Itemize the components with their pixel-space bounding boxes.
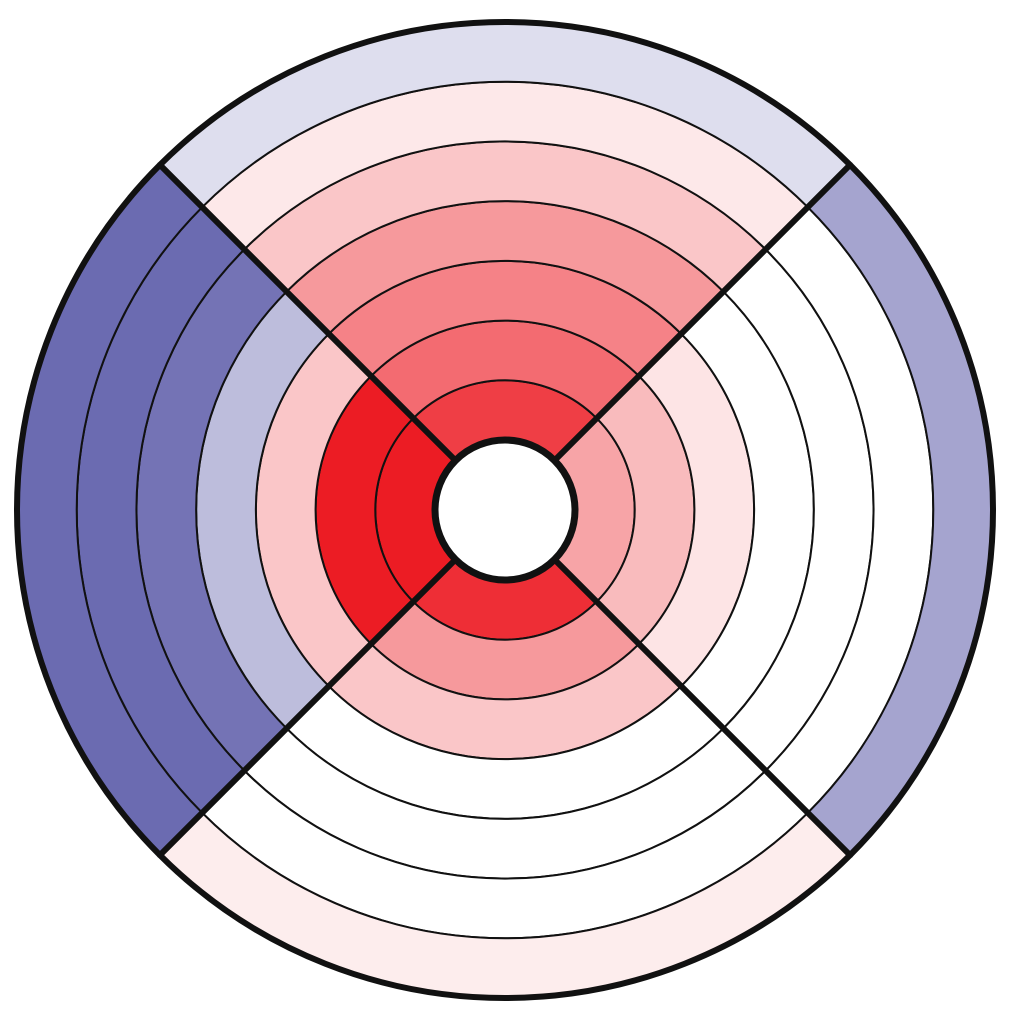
sector-divider-1 (156, 161, 459, 464)
sector-divider-2 (551, 161, 854, 464)
outer-border (14, 19, 996, 1001)
center-hole (431, 436, 579, 584)
sector-divider-4 (156, 556, 459, 859)
sector-divider-3 (551, 556, 854, 859)
